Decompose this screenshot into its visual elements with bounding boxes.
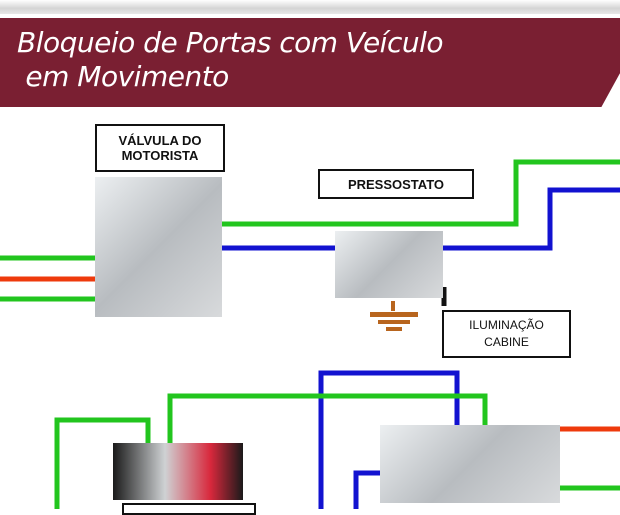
green-line-top (220, 159, 620, 227)
blue-line-bottom-right (353, 470, 382, 509)
bottom-label-box (122, 503, 256, 515)
blue-line-switch-right (441, 187, 620, 251)
hand-valve-photo (113, 443, 243, 500)
lighting-label: ILUMINAÇÃO CABINE (442, 310, 571, 358)
valve-label: VÁLVULA DO MOTORISTA (95, 124, 225, 172)
green-line-bottom (167, 393, 488, 445)
driver-valve-photo (95, 177, 222, 317)
slide-title: Bloqueio de Portas com Veículo em Movime… (17, 26, 444, 93)
top-bar (0, 0, 620, 14)
solenoid-valve-photo (380, 425, 560, 503)
blue-line-bottom (318, 370, 460, 509)
green-line-bottom-left (54, 417, 151, 509)
pressure-switch-label: PRESSOSTATO (318, 169, 474, 199)
ground-icon (370, 301, 418, 331)
title-band (0, 18, 620, 107)
pressure-switch-photo (335, 231, 443, 298)
